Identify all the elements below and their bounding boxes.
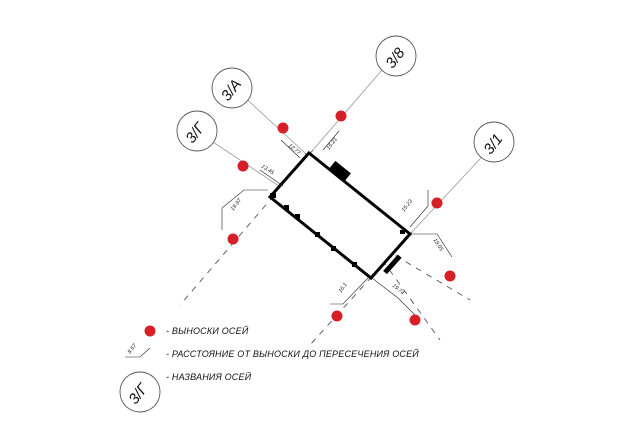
- axis-bubble-za: 3/А: [211, 67, 253, 109]
- dim-d7-text: 16.1: [338, 282, 349, 294]
- dim-d4-text: 19.97: [230, 197, 244, 212]
- dim-d1: 12.77: [280, 139, 302, 159]
- axis-marker: [237, 160, 249, 172]
- axis-marker: [331, 310, 343, 322]
- legend: - ВЫНОСКИ ОСЕЙ 8.57 - РАССТОЯНИЕ ОТ ВЫНО…: [119, 325, 419, 413]
- dim-d6-text: 18.05: [431, 238, 444, 253]
- axis-line-z8: [312, 62, 389, 151]
- legend-distance-text: - РАССТОЯНИЕ ОТ ВЫНОСКИ ДО ПЕРЕСЕЧЕНИЯ О…: [166, 348, 419, 359]
- axis-marker: [277, 122, 289, 134]
- dim-d8: 19.74: [371, 277, 419, 319]
- axis-bubble-z1: 3/1: [473, 121, 515, 163]
- dim-d2: 15.21: [322, 130, 340, 152]
- legend-name-text: - НАЗВАНИЯ ОСЕЙ: [166, 371, 252, 382]
- axis-line-z1: [411, 145, 493, 233]
- dim-d5: 15.23: [401, 190, 429, 228]
- axis-marker: [431, 197, 443, 209]
- axis-marker: [444, 270, 456, 282]
- building: [267, 150, 413, 281]
- axis-marker: [409, 314, 421, 326]
- axis-bubble-zg: 3/Г: [176, 110, 218, 152]
- legend-marker-icon: [144, 325, 156, 337]
- axis-marker: [335, 110, 347, 122]
- dim-d6: 18.05: [410, 233, 453, 258]
- dim-d7: 16.1: [330, 277, 369, 305]
- dim-d1-text: 12.77: [287, 143, 302, 157]
- legend-bubble-icon: [119, 371, 161, 413]
- axis-line-za: [239, 92, 306, 154]
- dim-d2-text: 15.21: [326, 137, 339, 152]
- dim-d3: 13.45: [259, 164, 284, 187]
- axis-bubble-z8: 3/8: [375, 35, 417, 77]
- dim-d4: 19.97: [221, 189, 268, 230]
- axis-dash-z8: [179, 149, 314, 306]
- legend-dim-icon: [125, 347, 151, 358]
- legend-marker-text: - ВЫНОСКИ ОСЕЙ: [166, 325, 249, 336]
- legend-dim-value: 8.57: [127, 342, 139, 355]
- axis-marker: [227, 233, 239, 245]
- dim-d5-text: 15.23: [401, 198, 415, 213]
